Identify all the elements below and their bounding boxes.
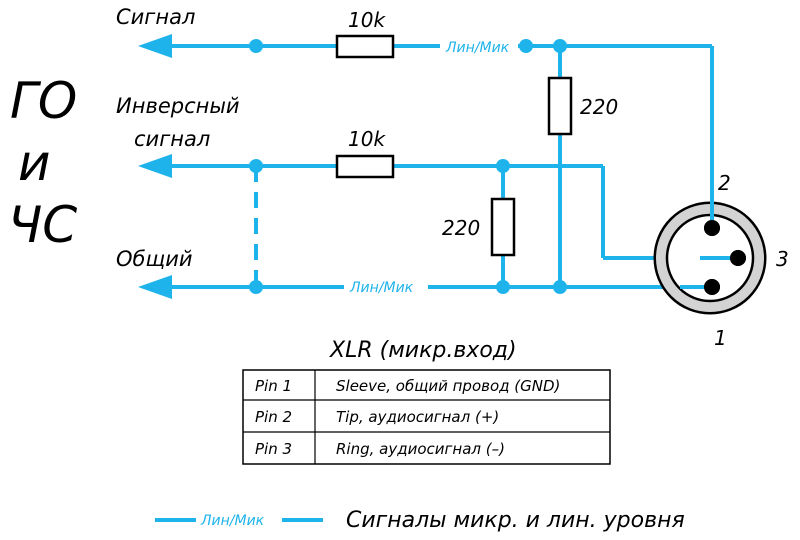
resistor-shunt-bottom-label: 220 (442, 216, 480, 240)
resistor-signal-label: 10k (348, 8, 386, 32)
junction-dot (553, 280, 567, 294)
junction-dot (519, 39, 533, 53)
xlr-title: XLR (микр.вход) (329, 338, 517, 363)
table-row-pin: Pin 2 (255, 408, 292, 426)
legend-text: Сигналы микр. и лин. уровня (346, 508, 685, 533)
xlr-pin-1-label: 1 (714, 326, 727, 350)
table-row-desc: Ring, аудиосигнал (–) (336, 440, 505, 458)
common-label: Общий (116, 247, 193, 271)
legend: Лин/Мик Сигналы микр. и лин. уровня (155, 508, 685, 533)
junction-dot (249, 39, 263, 53)
signal-line (138, 34, 714, 228)
junction-dot (496, 280, 510, 294)
common-arrow-icon (138, 275, 172, 299)
table-row-pin: Pin 3 (255, 440, 292, 458)
junction-dot (496, 159, 510, 173)
resistor-signal (335, 34, 395, 59)
inv-signal-arrow-icon (138, 154, 172, 178)
junction-dots (249, 39, 567, 294)
resistor-shunt-bottom (490, 197, 516, 257)
junction-dot (553, 39, 567, 53)
xlr-pin-3-label: 3 (776, 247, 789, 271)
legend-line-label: Лин/Мик (200, 513, 265, 529)
resistor-inv-signal (335, 154, 395, 179)
resistor-inv-signal-label: 10k (348, 127, 386, 151)
pin-table: Pin 1 Sleeve, общий провод (GND) Pin 2 T… (242, 369, 611, 465)
signal-arrow-icon (138, 34, 172, 58)
device-label-line1: ГО (10, 72, 77, 130)
table-row-desc: Tip, аудиосигнал (+) (336, 408, 499, 426)
junction-dot (249, 159, 263, 173)
wire-level-label-top: Лин/Мик (445, 40, 510, 56)
resistor-shunt-top (547, 76, 573, 136)
device-label-line2: и (18, 134, 51, 192)
wire-level-label-bottom: Лин/Мик (349, 280, 414, 296)
signal-label: Сигнал (116, 5, 195, 29)
inv-signal-label-1: Инверсный (116, 94, 240, 118)
xlr-pin-2-label: 2 (718, 171, 731, 195)
common-line (138, 275, 712, 299)
table-row-desc: Sleeve, общий провод (GND) (336, 377, 560, 395)
inv-signal-line (138, 154, 738, 260)
device-label-line3: ЧС (8, 196, 77, 254)
resistor-shunt-top-label: 220 (580, 95, 618, 119)
junction-dot (249, 280, 263, 294)
inv-signal-label-2: сигнал (134, 127, 210, 151)
table-row-pin: Pin 1 (255, 377, 292, 395)
